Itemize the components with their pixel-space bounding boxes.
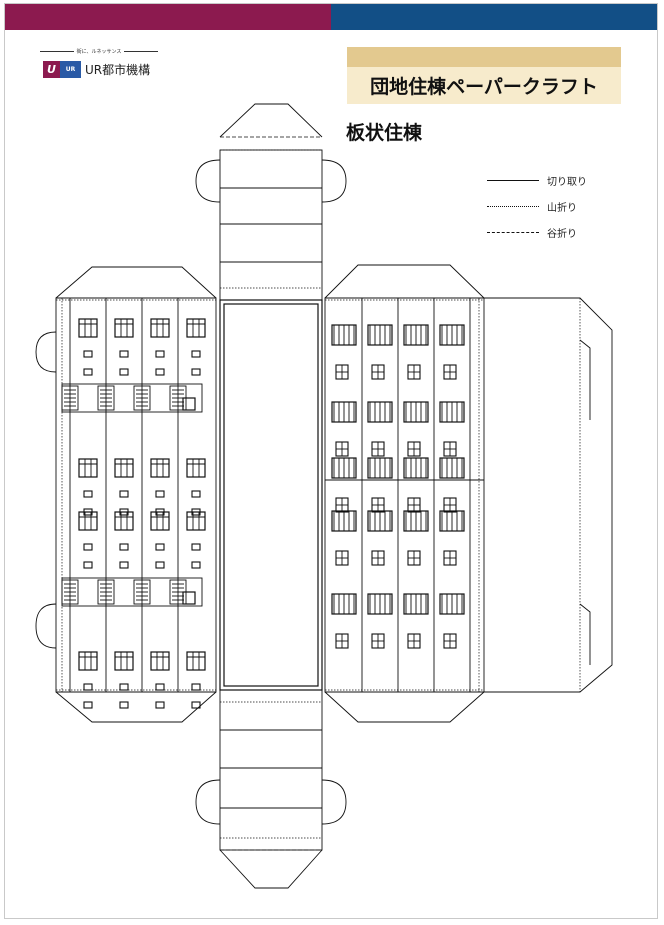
left-stair-well-2-2 [133, 579, 151, 605]
left-window-small-b-3-2 [155, 561, 165, 569]
left-stair-well-1-2 [133, 385, 151, 411]
left-window-small-a-4-2 [155, 683, 165, 691]
legend-item-valley-fold: 谷折り [487, 226, 597, 240]
left-window-large-3-3 [186, 511, 206, 531]
left-window-small-b-4-2 [155, 701, 165, 709]
left-window-large-2-2 [150, 458, 170, 478]
left-window-large-1-0 [78, 318, 98, 338]
ur-logo-mark: U UR [43, 60, 81, 78]
header-band-left [5, 4, 331, 30]
left-window-small-a-2-0 [83, 490, 93, 498]
right-roof-tab-top [324, 264, 485, 299]
left-window-small-b-4-1 [119, 701, 129, 709]
left-stair-well-1-0 [61, 385, 79, 411]
end-wall-notch-top [579, 339, 591, 420]
left-window-large-2-1 [114, 458, 134, 478]
end-wall-tab [484, 297, 613, 693]
ur-logo-mark-right: UR [60, 60, 81, 78]
left-window-small-b-3-0 [83, 561, 93, 569]
top-glue-tab [219, 103, 323, 138]
left-stair-well-2-0 [61, 579, 79, 605]
tagline-rule-right [124, 50, 159, 52]
left-window-large-1-1 [114, 318, 134, 338]
roof-bottom-panel [219, 689, 323, 851]
tagline-row: 街に、ルネッサンス [40, 46, 159, 56]
left-window-large-3-2 [150, 511, 170, 531]
ear-tab-top-right [321, 159, 347, 203]
fold-legend: 切り取り 山折り 谷折り [487, 174, 597, 252]
left-window-small-a-4-3 [191, 683, 201, 691]
left-window-small-a-3-1 [119, 543, 129, 551]
left-roof-tab-bottom [55, 691, 217, 723]
left-window-small-a-2-3 [191, 490, 201, 498]
legend-swatch-mountain-fold [487, 206, 539, 207]
left-window-small-b-1-2 [155, 368, 165, 376]
left-window-small-a-1-2 [155, 350, 165, 358]
left-window-large-1-2 [150, 318, 170, 338]
ear-tab-top-left [195, 159, 221, 203]
left-window-large-2-3 [186, 458, 206, 478]
left-window-small-a-4-1 [119, 683, 129, 691]
ear-tab-bottom-left [195, 779, 221, 825]
left-window-small-a-1-3 [191, 350, 201, 358]
tagline: 街に、ルネッサンス [76, 48, 122, 55]
left-ear-tab-top [35, 331, 57, 373]
left-window-small-a-2-1 [119, 490, 129, 498]
left-stair-well-2-1 [97, 579, 115, 605]
left-window-small-a-3-2 [155, 543, 165, 551]
legend-label-valley-fold: 谷折り [547, 229, 577, 240]
ear-tab-bottom-right [321, 779, 347, 825]
left-window-large-1-3 [186, 318, 206, 338]
legend-item-cut: 切り取り [487, 174, 597, 188]
left-window-small-a-1-1 [119, 350, 129, 358]
legend-label-cut: 切り取り [547, 177, 587, 188]
left-roof-tab-top [55, 266, 217, 299]
bottom-glue-tab [219, 849, 323, 889]
left-window-large-3-0 [78, 511, 98, 531]
tagline-rule-left [40, 50, 74, 52]
left-window-small-b-4-3 [191, 701, 201, 709]
left-window-small-b-1-0 [83, 368, 93, 376]
building-type-heading: 板状住棟 [346, 122, 423, 144]
left-window-large-3-1 [114, 511, 134, 531]
left-window-small-b-1-1 [119, 368, 129, 376]
left-stair-door-1 [182, 397, 196, 411]
legend-swatch-cut [487, 180, 539, 181]
left-window-small-a-4-0 [83, 683, 93, 691]
center-roof-face [219, 299, 323, 691]
ur-logo: U UR UR都市機構 [43, 60, 150, 78]
ur-logo-mark-left: U [43, 60, 60, 78]
legend-swatch-valley-fold [487, 232, 539, 233]
left-window-small-b-1-3 [191, 368, 201, 376]
left-window-small-a-3-0 [83, 543, 93, 551]
roof-top-panel [219, 149, 323, 301]
left-window-large-4-0 [78, 651, 98, 671]
title-box: 団地住棟ペーパークラフト [347, 67, 621, 104]
page-title: 団地住棟ペーパークラフト [370, 76, 598, 98]
left-stair-door-2 [182, 591, 196, 605]
legend-item-mountain-fold: 山折り [487, 200, 597, 214]
end-wall-notch-bottom [579, 603, 591, 665]
right-facade-outline [324, 297, 485, 693]
right-roof-tab-bottom [324, 691, 485, 723]
left-ear-tab-bottom [35, 603, 57, 649]
ur-logo-text: UR都市機構 [85, 62, 151, 77]
left-window-small-a-1-0 [83, 350, 93, 358]
left-window-large-4-1 [114, 651, 134, 671]
left-stair-well-1-1 [97, 385, 115, 411]
left-window-large-2-0 [78, 458, 98, 478]
center-roof-inner [223, 303, 319, 687]
left-window-small-a-3-3 [191, 543, 201, 551]
page-frame [4, 3, 658, 919]
left-window-small-b-4-0 [83, 701, 93, 709]
title-stripe [347, 47, 621, 67]
left-window-small-a-2-2 [155, 490, 165, 498]
header-band-right [331, 4, 657, 30]
legend-label-mountain-fold: 山折り [547, 203, 577, 214]
left-window-small-b-3-1 [119, 561, 129, 569]
left-window-large-4-3 [186, 651, 206, 671]
left-window-small-b-3-3 [191, 561, 201, 569]
left-window-large-4-2 [150, 651, 170, 671]
